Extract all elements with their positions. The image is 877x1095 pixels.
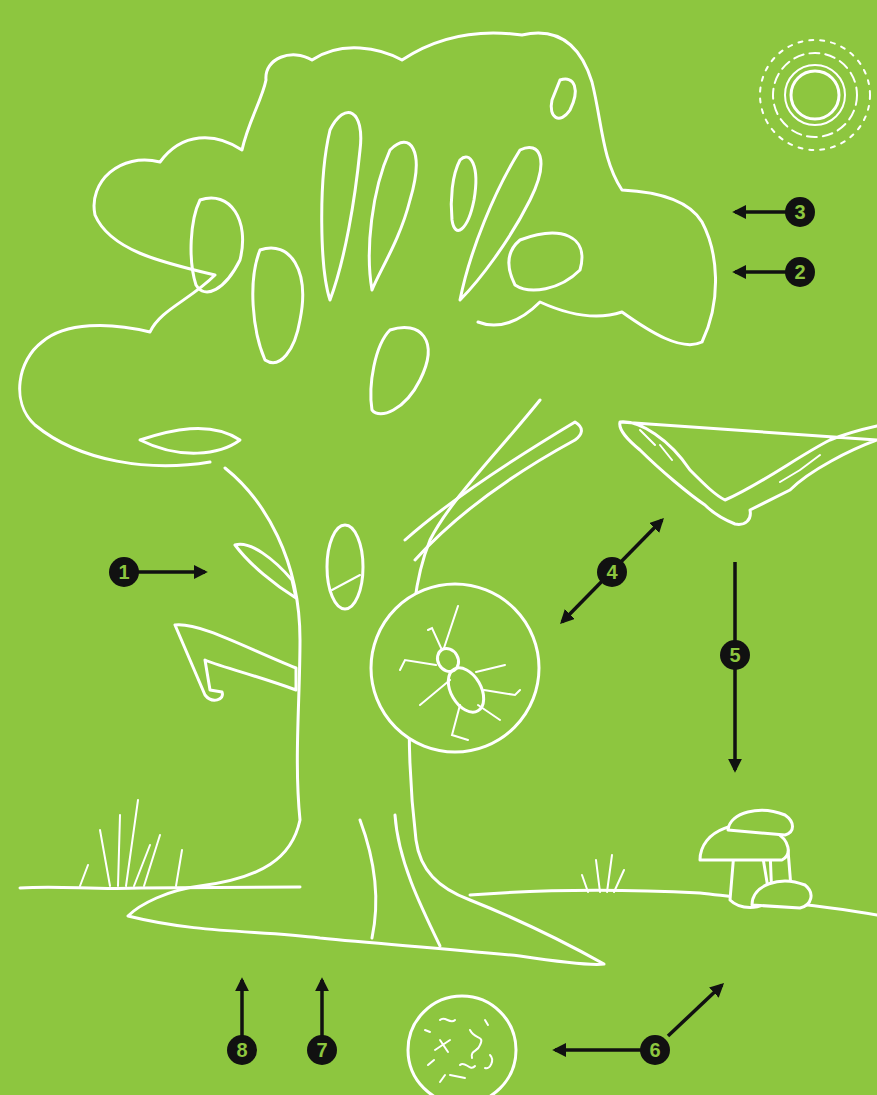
mushroom-symbol xyxy=(700,810,811,908)
canopy-branches xyxy=(140,79,582,453)
branch-outline xyxy=(371,327,428,413)
leader-arrow xyxy=(138,570,205,574)
branch-outline xyxy=(369,142,416,290)
leader-arrow xyxy=(735,270,786,274)
sun-ray-ring xyxy=(773,53,857,137)
microbes xyxy=(425,1019,492,1082)
tree-trunk xyxy=(128,400,604,965)
microbe-symbol xyxy=(408,996,516,1095)
tree-hollow-line xyxy=(332,575,360,590)
leader-arrow xyxy=(555,1048,642,1052)
microbe-circle xyxy=(408,996,516,1095)
sun-symbol xyxy=(760,40,870,150)
root-line xyxy=(360,820,376,938)
bird-symbol xyxy=(620,422,877,525)
branch-outline xyxy=(253,248,303,363)
bird-feathers xyxy=(640,430,820,482)
mushroom-cap xyxy=(728,810,793,835)
tree-hollow xyxy=(327,525,363,609)
sun-ray-ring xyxy=(760,40,870,150)
branch-outline xyxy=(140,428,240,453)
branch-outline xyxy=(509,233,582,290)
branch-outline xyxy=(322,113,361,300)
beetle-circle xyxy=(371,584,539,752)
tree-canopy xyxy=(20,33,716,466)
sun-ring xyxy=(785,65,845,125)
callout-number: 1 xyxy=(109,557,139,587)
callout-number: 4 xyxy=(597,557,627,587)
branch-outline xyxy=(551,79,575,118)
branch-outline xyxy=(191,198,243,292)
branch-stub xyxy=(175,625,296,700)
beetle-symbol xyxy=(371,584,539,752)
callout-number: 7 xyxy=(307,1035,337,1065)
callout-number: 3 xyxy=(785,197,815,227)
sun-core xyxy=(791,71,839,119)
callout-number: 2 xyxy=(785,257,815,287)
leader-arrow xyxy=(735,210,786,214)
branch-stub xyxy=(235,544,296,598)
callout-number: 5 xyxy=(720,640,750,670)
callout-number: 8 xyxy=(227,1035,257,1065)
branch-outline xyxy=(451,157,476,230)
branch-stick xyxy=(405,422,581,560)
callout-number: 6 xyxy=(640,1035,670,1065)
leader-arrow xyxy=(668,985,722,1036)
leader-arrows xyxy=(138,212,786,1050)
beetle-legs xyxy=(400,606,520,740)
leader-arrow xyxy=(240,980,244,1036)
grass xyxy=(582,855,624,892)
beetle-thorax xyxy=(433,645,462,676)
grass xyxy=(80,800,182,886)
root-line xyxy=(395,815,440,946)
leader-arrow xyxy=(320,980,324,1036)
leader-arrow xyxy=(562,520,662,622)
mushroom-cap xyxy=(752,881,811,908)
branch-outline xyxy=(460,147,541,300)
